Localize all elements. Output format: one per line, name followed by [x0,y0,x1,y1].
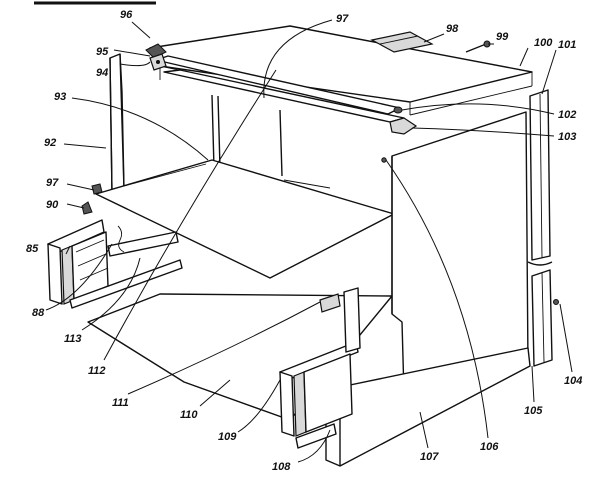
callout-90: 90 [46,199,59,211]
right-rack-support [279,287,361,449]
screw [465,40,491,53]
callout-104: 104 [564,375,582,387]
callout-112: 112 [88,365,106,377]
callout-102: 102 [558,109,576,121]
callout-103: 103 [558,131,576,143]
callout-110: 110 [180,409,198,421]
callout-97-top: 97 [336,13,349,25]
callout-88: 88 [32,307,45,319]
callout-93: 93 [54,91,66,103]
callout-100: 100 [534,37,553,49]
left-rack-support [47,219,183,309]
left-side-panel [109,53,125,195]
top-bracket [370,31,434,53]
leader-lines [45,19,573,463]
left-small-parts [81,183,103,215]
right-trim-strip [527,89,559,367]
callout-97-left: 97 [46,177,59,189]
callout-92: 92 [44,137,56,149]
right-side-panel [381,111,529,395]
callout-111: 111 [112,397,129,409]
callout-99: 99 [496,31,509,43]
callout-101: 101 [558,39,576,51]
front-rail [155,55,418,135]
callout-107: 107 [420,451,439,463]
callout-105: 105 [524,405,543,417]
callout-108: 108 [272,461,291,473]
callout-85: 85 [26,243,39,255]
callout-labels: 96 95 94 93 92 97 90 85 88 113 112 111 1… [26,9,582,473]
callout-94: 94 [96,67,108,79]
callout-98: 98 [446,23,459,35]
hinge-bracket [145,43,167,71]
callout-106: 106 [480,441,499,453]
callout-96: 96 [120,9,133,21]
callout-95: 95 [96,46,109,58]
upper-shelf-plate [95,159,395,279]
callout-113: 113 [64,333,82,345]
callout-109: 109 [218,431,237,443]
wire-lead [117,225,125,253]
